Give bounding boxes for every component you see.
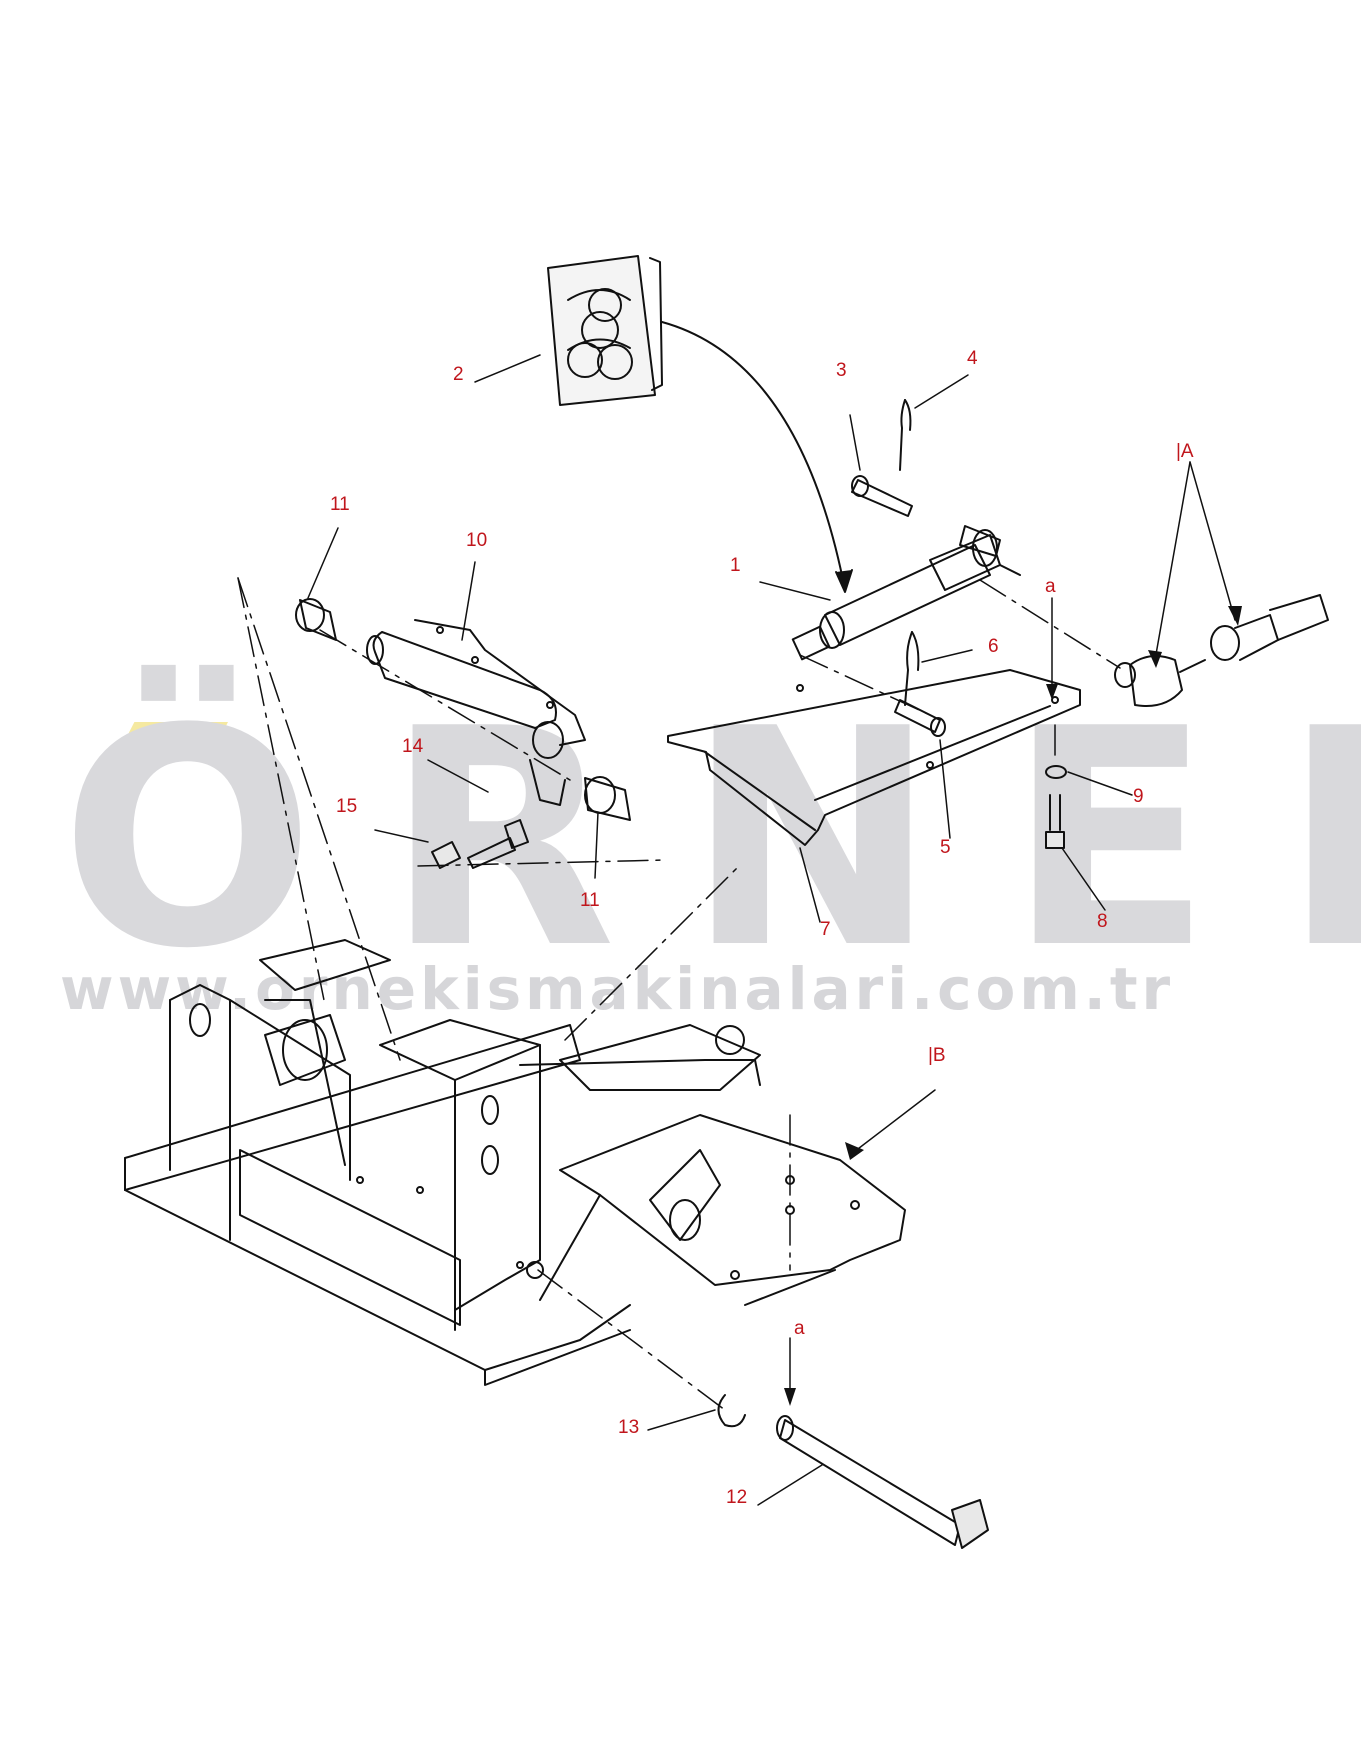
floor-plate — [539, 1114, 906, 1306]
callout-1: 1 — [730, 555, 741, 576]
elbow-fitting — [1114, 655, 1206, 707]
leader-lines — [307, 354, 1236, 1506]
bushing-part-11-left — [295, 598, 337, 641]
callout-7: 7 — [820, 919, 831, 940]
cotter-pin-part-6 — [904, 631, 920, 706]
base-frame — [124, 939, 631, 1386]
callout-3: 3 — [836, 360, 847, 381]
callout-4: 4 — [967, 348, 978, 369]
reference-a-top: a — [1045, 576, 1056, 597]
nut-part-15 — [431, 841, 461, 869]
pin-part-5 — [894, 699, 946, 737]
callout-14: 14 — [402, 736, 424, 757]
reference-B: |B — [928, 1045, 946, 1066]
cotter-pin-part-4 — [899, 399, 912, 471]
reference-A: |A — [1176, 441, 1194, 462]
plate-arm — [519, 1024, 761, 1091]
watermark-brand-text: ÖRNEK — [60, 665, 1361, 1014]
hose-fitting — [1210, 594, 1329, 661]
clip-part-13 — [717, 1394, 746, 1428]
callout-2: 2 — [453, 364, 464, 385]
arrowheads — [784, 606, 1242, 1406]
bracket-part-7 — [667, 669, 1081, 846]
callout-13: 13 — [618, 1417, 640, 1438]
callout-6: 6 — [988, 636, 999, 657]
callout-8: 8 — [1097, 911, 1108, 932]
callout-11-left: 11 — [330, 494, 350, 515]
pin-part-3 — [851, 475, 913, 517]
cylinder-part-1 — [791, 525, 1021, 661]
callout-15: 15 — [336, 796, 358, 817]
arm-part-10 — [366, 619, 586, 806]
screw-part-14 — [467, 819, 529, 869]
callout-11-right: 11 — [580, 890, 600, 911]
shaft-part-12 — [776, 1415, 989, 1549]
bushing-part-11-right — [584, 776, 631, 821]
callout-10: 10 — [466, 530, 488, 551]
callout-12: 12 — [726, 1487, 748, 1508]
watermark-brand: ÖRNEK — [60, 690, 1361, 990]
callout-9: 9 — [1133, 786, 1144, 807]
washer-part-9 — [1045, 765, 1067, 779]
reference-a-bottom: a — [794, 1318, 805, 1339]
decal-part-2 — [547, 255, 853, 593]
bolt-part-8 — [1045, 794, 1065, 849]
callout-5: 5 — [940, 837, 951, 858]
assembly-lines — [237, 577, 1121, 1411]
